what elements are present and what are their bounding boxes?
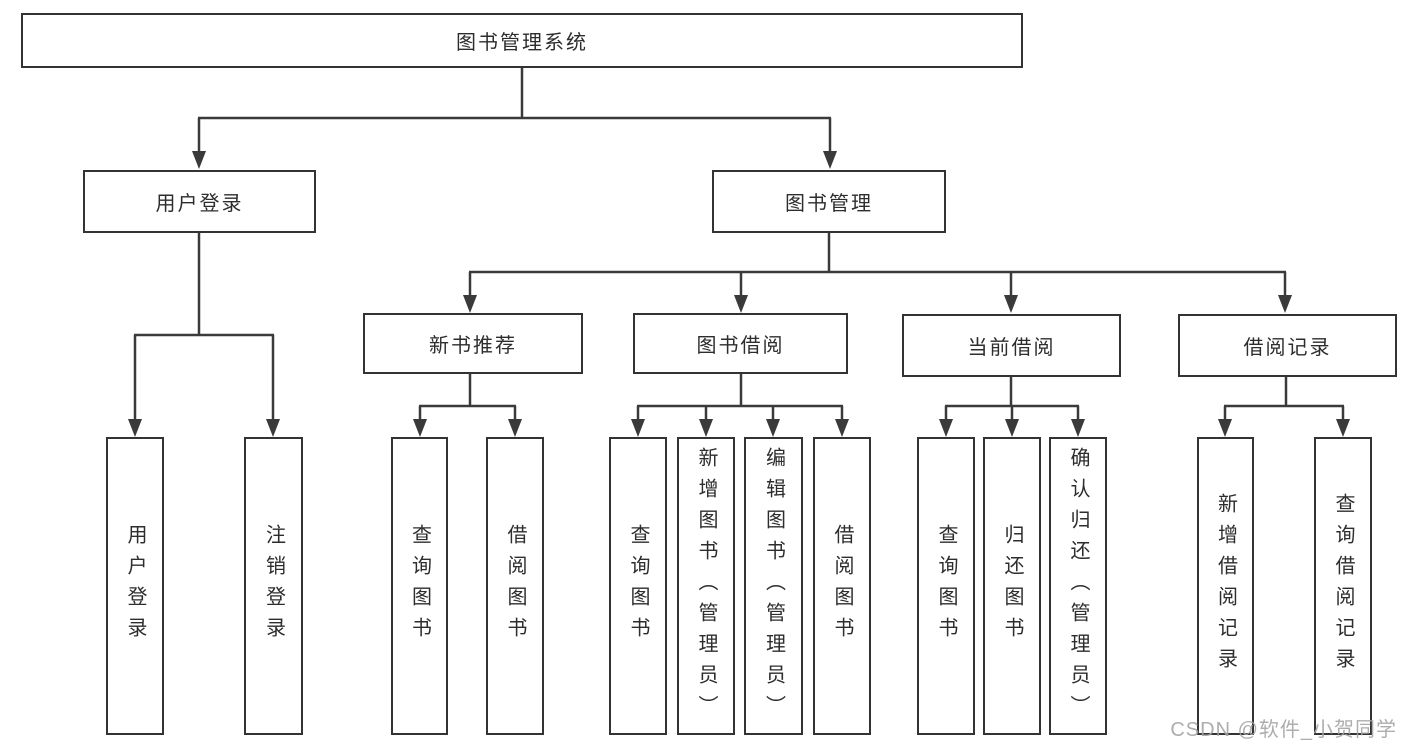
node-book-borrow-label: 图书借阅 xyxy=(696,335,785,357)
arrowhead xyxy=(1004,295,1018,313)
node-user-login-label: 用户登录 xyxy=(155,193,244,215)
arrowhead xyxy=(823,151,837,169)
leaf-borrow-add-books-admin: 新增图书（管理员） xyxy=(677,437,735,735)
leaf-newbooks-borrow-books: 借阅图书 xyxy=(486,437,544,735)
arrowhead xyxy=(413,419,427,437)
arrowhead xyxy=(699,419,713,437)
arrowhead xyxy=(192,151,206,169)
leaf-borrow-borrow-books: 借阅图书 xyxy=(813,437,871,735)
node-root-system: 图书管理系统 xyxy=(21,13,1023,68)
node-book-borrow: 图书借阅 xyxy=(633,313,848,374)
node-book-management-label: 图书管理 xyxy=(785,193,873,215)
node-book-management: 图书管理 xyxy=(712,170,946,233)
arrowhead xyxy=(1336,419,1350,437)
arrowhead xyxy=(1218,419,1232,437)
leaf-user-login: 用户登录 xyxy=(106,437,164,735)
leaf-current-query-books: 查询图书 xyxy=(917,437,975,735)
node-new-book-recommend: 新书推荐 xyxy=(363,313,583,374)
arrowhead xyxy=(128,419,142,437)
leaf-newbooks-query-books: 查询图书 xyxy=(391,437,448,735)
csdn-watermark: CSDN @软件_小贺同学 xyxy=(1170,719,1397,741)
arrowhead xyxy=(508,419,522,437)
arrowhead xyxy=(835,419,849,437)
node-root-label: 图书管理系统 xyxy=(456,32,588,54)
arrowhead xyxy=(1278,295,1292,313)
arrowhead xyxy=(463,295,477,313)
node-current-borrow: 当前借阅 xyxy=(902,314,1121,377)
arrowhead xyxy=(1071,419,1085,437)
leaf-logout: 注销登录 xyxy=(244,437,303,735)
node-new-book-recommend-label: 新书推荐 xyxy=(429,335,517,357)
node-borrow-records-label: 借阅记录 xyxy=(1243,337,1332,359)
node-user-login: 用户登录 xyxy=(83,170,316,233)
arrowhead xyxy=(734,295,748,313)
leaf-current-return-books: 归还图书 xyxy=(983,437,1041,735)
leaf-borrow-query-books: 查询图书 xyxy=(609,437,667,735)
arrowhead xyxy=(631,419,645,437)
arrowhead xyxy=(1005,419,1019,437)
leaf-borrow-edit-books-admin: 编辑图书（管理员） xyxy=(744,437,803,735)
leaf-records-add-record: 新增借阅记录 xyxy=(1197,437,1254,735)
arrowhead xyxy=(939,419,953,437)
arrowhead xyxy=(766,419,780,437)
arrowhead xyxy=(266,419,280,437)
leaf-current-confirm-return-admin: 确认归还（管理员） xyxy=(1049,437,1107,735)
leaf-records-query-record: 查询借阅记录 xyxy=(1314,437,1372,735)
node-borrow-records: 借阅记录 xyxy=(1178,314,1397,377)
node-current-borrow-label: 当前借阅 xyxy=(967,337,1056,359)
